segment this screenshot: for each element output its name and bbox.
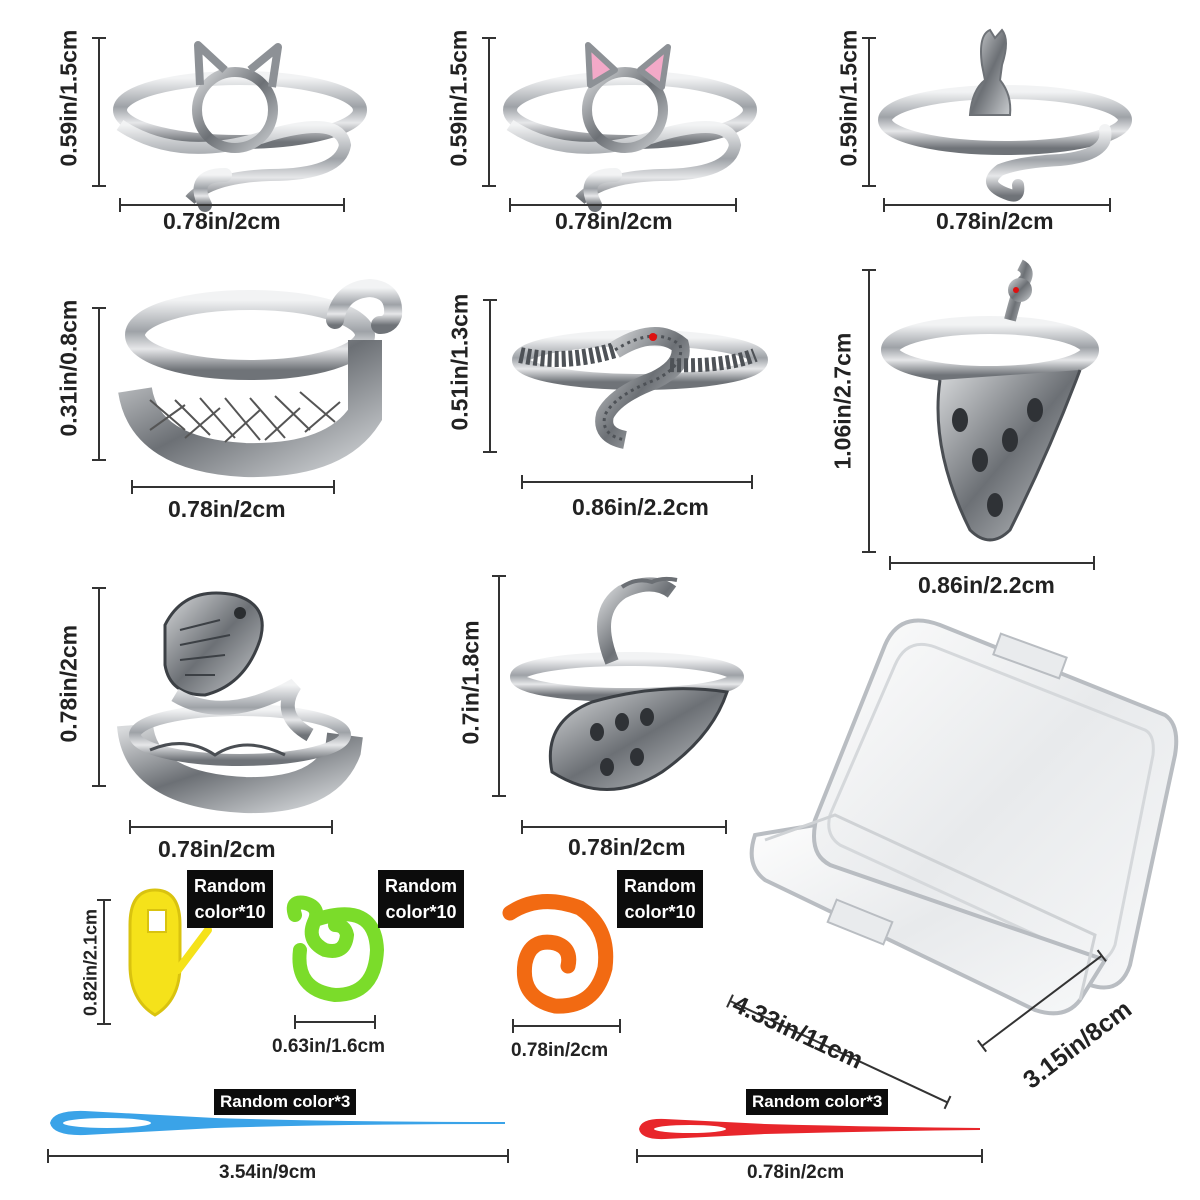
swirl-ring-height-label: 0.31in/0.8cm [55, 299, 82, 437]
fish-ring-image [117, 591, 363, 814]
orange-marker-tag: Random color*10 [617, 870, 703, 928]
orange-marker-image [502, 894, 614, 1014]
blue-needle-image [50, 1110, 505, 1136]
blue-needle-tag: Random color*3 [214, 1089, 357, 1115]
fish-ring-height-line [92, 587, 106, 787]
blue-needle-length-line [47, 1149, 509, 1163]
green-marker [285, 895, 395, 1005]
green-marker-tag-line1: Random [385, 876, 457, 896]
cat-ring-1-height-line [92, 37, 106, 187]
green-marker-width-label: 0.63in/1.6cm [272, 1036, 386, 1057]
swirl-ring-width-line [131, 480, 335, 494]
swirl-ring-width-label: 0.78in/2cm [168, 496, 286, 522]
red-needle-length-line [636, 1149, 983, 1163]
peacock-ring [510, 572, 752, 812]
lock-marker-height-line [97, 899, 111, 1025]
swirl-ring-image [118, 278, 403, 478]
peacock-ring-tall [880, 259, 1120, 560]
lock-marker-height-label: 0.82in/2.1cm [80, 908, 101, 1017]
fish-ring-width-line [129, 820, 333, 834]
swirl-ring-height-line [92, 307, 106, 461]
cat-ring-3 [860, 20, 1160, 220]
green-marker-tag-line2: color*10 [385, 902, 457, 922]
cat-ring-2-width-label: 0.78in/2cm [555, 208, 673, 234]
peacock-ring-height-label: 0.7in/1.8cm [457, 620, 484, 745]
snake-ring-width-label: 0.86in/2.2cm [572, 494, 709, 520]
storage-box-image [749, 618, 1179, 1016]
snake-ring-image [512, 327, 768, 449]
peacock-ring-tall-image [881, 259, 1099, 542]
cat-ring-3-image [878, 28, 1132, 202]
cat-ring-3-width-line [883, 198, 1111, 212]
cat-ring-2-width-line [509, 198, 737, 212]
cat-ring-2-height-label: 0.59in/1.5cm [445, 29, 472, 167]
lock-marker-tag: Random color*10 [187, 870, 273, 928]
red-needle-length-label: 0.78in/2cm [747, 1162, 845, 1183]
green-marker-tag: Random color*10 [378, 870, 464, 928]
cat-ring-1-image [113, 41, 367, 212]
cat-ring-1-width-line [119, 198, 345, 212]
orange-marker-tag-line1: Random [624, 876, 696, 896]
peacock-ring-tall-width-line [889, 556, 1095, 570]
peacock-ring-image [510, 576, 744, 791]
cat-ring-1-height-label: 0.59in/1.5cm [55, 29, 82, 167]
green-marker-image [286, 895, 385, 1003]
snake-ring [505, 305, 768, 465]
blue-needle [45, 1108, 510, 1138]
lock-marker-tag-line1: Random [194, 876, 266, 896]
cat-ring-3-height-line [862, 37, 876, 187]
snake-ring-width-line [521, 475, 753, 489]
orange-marker-width-label: 0.78in/2cm [511, 1040, 609, 1061]
fish-ring [117, 585, 363, 814]
peacock-ring-tall-height-label: 1.06in/2.7cm [829, 332, 856, 470]
orange-marker-width-line [512, 1019, 621, 1033]
cat-ring-2-height-line [482, 37, 496, 187]
green-marker-width-line [294, 1015, 376, 1029]
cat-ring-2 [430, 25, 760, 235]
snake-ring-height-label: 0.51in/1.3cm [446, 293, 473, 431]
peacock-ring-height-line [492, 575, 506, 797]
orange-marker-tag-line2: color*10 [624, 902, 696, 922]
peacock-ring-width-label: 0.78in/2cm [568, 834, 686, 860]
red-needle [635, 1116, 985, 1142]
cat-ring-2-image [503, 42, 757, 212]
peacock-ring-tall-width-label: 0.86in/2.2cm [918, 572, 1055, 598]
cat-ring-1-width-label: 0.78in/2cm [163, 208, 281, 234]
cat-ring-3-width-label: 0.78in/2cm [936, 208, 1054, 234]
peacock-ring-width-line [521, 820, 727, 834]
orange-marker [500, 894, 620, 1018]
cat-ring-1 [40, 25, 370, 235]
fish-ring-height-label: 0.78in/2cm [55, 624, 82, 743]
fish-ring-width-label: 0.78in/2cm [158, 836, 276, 862]
storage-box [735, 605, 1185, 1045]
cat-ring-3-height-label: 0.59in/1.5cm [835, 29, 862, 167]
red-needle-tag: Random color*3 [746, 1089, 889, 1115]
peacock-ring-tall-height-line [862, 269, 876, 553]
lock-marker-image [128, 888, 212, 1017]
lock-marker-tag-line2: color*10 [194, 902, 266, 922]
snake-ring-height-line [483, 299, 497, 453]
blue-needle-length-label: 3.54in/9cm [219, 1162, 317, 1183]
red-needle-image [639, 1118, 980, 1140]
swirl-ring [118, 278, 405, 480]
lock-marker [110, 885, 220, 1025]
